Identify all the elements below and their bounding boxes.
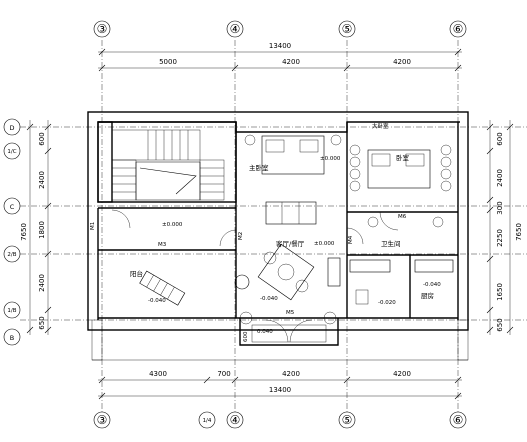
svg-text:⑤: ⑤ — [342, 413, 353, 427]
axis-bubble-left-d: D — [3, 118, 21, 136]
axis-bubble-bottom-1-4: 1/4 — [198, 411, 216, 429]
dim-right-seg-3: 300 — [496, 201, 504, 214]
room-label-bedroom-left: 主卧室 — [249, 163, 269, 172]
axis-bubble-top-6: ⑥ — [449, 20, 467, 38]
top-axis-bubbles: ③ ④ ⑤ ⑥ — [93, 20, 467, 38]
axis-bubble-left-b: B — [3, 328, 21, 346]
dim-right-seg-5: 1650 — [496, 283, 504, 301]
room-labels: 主卧室 卧室 客厅/餐厅 卫生间 阳台 厨房 大卧室 — [130, 122, 434, 300]
svg-text:④: ④ — [230, 413, 241, 427]
dim-top-total: 13400 — [269, 42, 291, 50]
dim-right-seg-2: 2400 — [496, 169, 504, 187]
level-7: 0.040 — [257, 329, 273, 335]
svg-text:1/4: 1/4 — [203, 418, 212, 424]
top-dimensions: 13400 5000 4200 4200 — [98, 42, 462, 72]
furniture — [139, 134, 454, 325]
axis-bubble-bottom-6: ⑥ — [449, 411, 467, 429]
left-axis-bubbles: D 1/C C 2/B 1/B B — [3, 118, 21, 346]
left-dimensions: 600 2400 1800 2400 650 7650 — [20, 120, 52, 335]
svg-text:1/B: 1/B — [7, 308, 16, 314]
level-3: ±0.000 — [320, 156, 341, 162]
axis-lines — [20, 40, 527, 412]
dim-right-total: 7650 — [515, 223, 523, 241]
dim-right-seg-1: 600 — [496, 132, 504, 145]
svg-text:⑥: ⑥ — [453, 22, 464, 36]
axis-bubble-top-4: ④ — [226, 20, 244, 38]
room-label-bath: 卫生间 — [381, 239, 401, 248]
axis-bubble-bottom-5: ⑤ — [338, 411, 356, 429]
bed-left — [261, 135, 325, 175]
svg-text:③: ③ — [97, 413, 108, 427]
room-label-corner: 大卧室 — [372, 122, 389, 130]
svg-text:D: D — [9, 124, 14, 132]
svg-text:B: B — [10, 334, 14, 342]
level-4: -0.020 — [378, 300, 396, 306]
dim-left-seg-5: 650 — [38, 316, 46, 329]
wardrobe-right — [349, 144, 452, 192]
svg-text:C: C — [10, 203, 15, 211]
svg-text:④: ④ — [230, 22, 241, 36]
dim-top-seg-1: 5000 — [159, 58, 177, 66]
dim-right-seg-4: 2250 — [496, 229, 504, 247]
room-label-kitchen: 厨房 — [421, 291, 434, 300]
tag-600: 600 — [243, 331, 249, 342]
bed-right — [367, 149, 431, 189]
svg-text:⑤: ⑤ — [342, 22, 353, 36]
axis-bubble-left-c: C — [3, 197, 21, 215]
level-2: ±0.000 — [314, 241, 335, 247]
axis-bubble-left-1c: 1/C — [3, 142, 21, 160]
room-label-bedroom-right: 卧室 — [396, 153, 410, 162]
dining-table — [257, 243, 315, 301]
stair-treads — [111, 129, 225, 201]
axis-bubble-left-2b: 2/B — [3, 245, 21, 263]
room-label-balcony: 阳台 — [130, 269, 143, 278]
axis-bubble-top-5: ⑤ — [338, 20, 356, 38]
svg-text:1/C: 1/C — [7, 149, 16, 155]
dim-top-seg-2: 4200 — [282, 58, 300, 66]
bottom-axis-bubbles: ③ 1/4 ④ ⑤ ⑥ — [93, 411, 467, 429]
room-label-hall: 客厅/餐厅 — [276, 239, 305, 248]
dim-bottom-total: 13400 — [269, 386, 291, 394]
door-tag-m3: M3 — [158, 242, 167, 248]
sofa — [265, 201, 317, 225]
svg-text:③: ③ — [97, 22, 108, 36]
svg-text:⑥: ⑥ — [453, 413, 464, 427]
dim-bottom-seg-3: 4200 — [282, 370, 300, 378]
door-tags: M1 M2 M3 M4 M5 M6 600 — [90, 214, 407, 342]
level-5: -0.040 — [148, 298, 166, 304]
level-6: -0.040 — [260, 296, 278, 302]
bottom-dimensions: 4300 700 4200 4200 13400 — [98, 370, 462, 400]
door-tag-m4: M4 — [348, 235, 354, 244]
dim-bottom-seg-1: 4300 — [149, 370, 167, 378]
axis-bubble-bottom-4: ④ — [226, 411, 244, 429]
door-tag-m6: M6 — [398, 214, 407, 220]
svg-text:2/B: 2/B — [7, 252, 16, 258]
walls — [87, 111, 469, 361]
door-tag-m1: M1 — [90, 222, 96, 230]
right-dimensions: 600 2400 300 2250 1650 650 7650 — [486, 120, 523, 335]
level-1: ±0.000 — [162, 222, 183, 228]
door-tag-m2: M2 — [238, 232, 244, 240]
door-swings — [111, 209, 399, 343]
axis-bubble-top-3: ③ — [93, 20, 111, 38]
level-marks: ±0.000 ±0.000 ±0.000 -0.020 -0.040 -0.04… — [148, 156, 441, 335]
chaise-lounge — [139, 270, 186, 306]
dim-left-seg-2: 2400 — [38, 171, 46, 189]
dim-top-seg-3: 4200 — [393, 58, 411, 66]
door-tag-m5: M5 — [286, 310, 295, 316]
dim-left-total: 7650 — [20, 223, 28, 241]
dim-right-seg-6: 650 — [496, 318, 504, 331]
level-8: -0.040 — [423, 282, 441, 288]
dim-left-seg-1: 600 — [38, 132, 46, 145]
dim-left-seg-3: 1800 — [38, 221, 46, 239]
dim-bottom-seg-2: 700 — [217, 370, 230, 378]
axis-bubble-bottom-3: ③ — [93, 411, 111, 429]
axis-bubble-left-1b: 1/B — [3, 301, 21, 319]
dim-left-seg-4: 2400 — [38, 274, 46, 292]
dim-bottom-seg-4: 4200 — [393, 370, 411, 378]
